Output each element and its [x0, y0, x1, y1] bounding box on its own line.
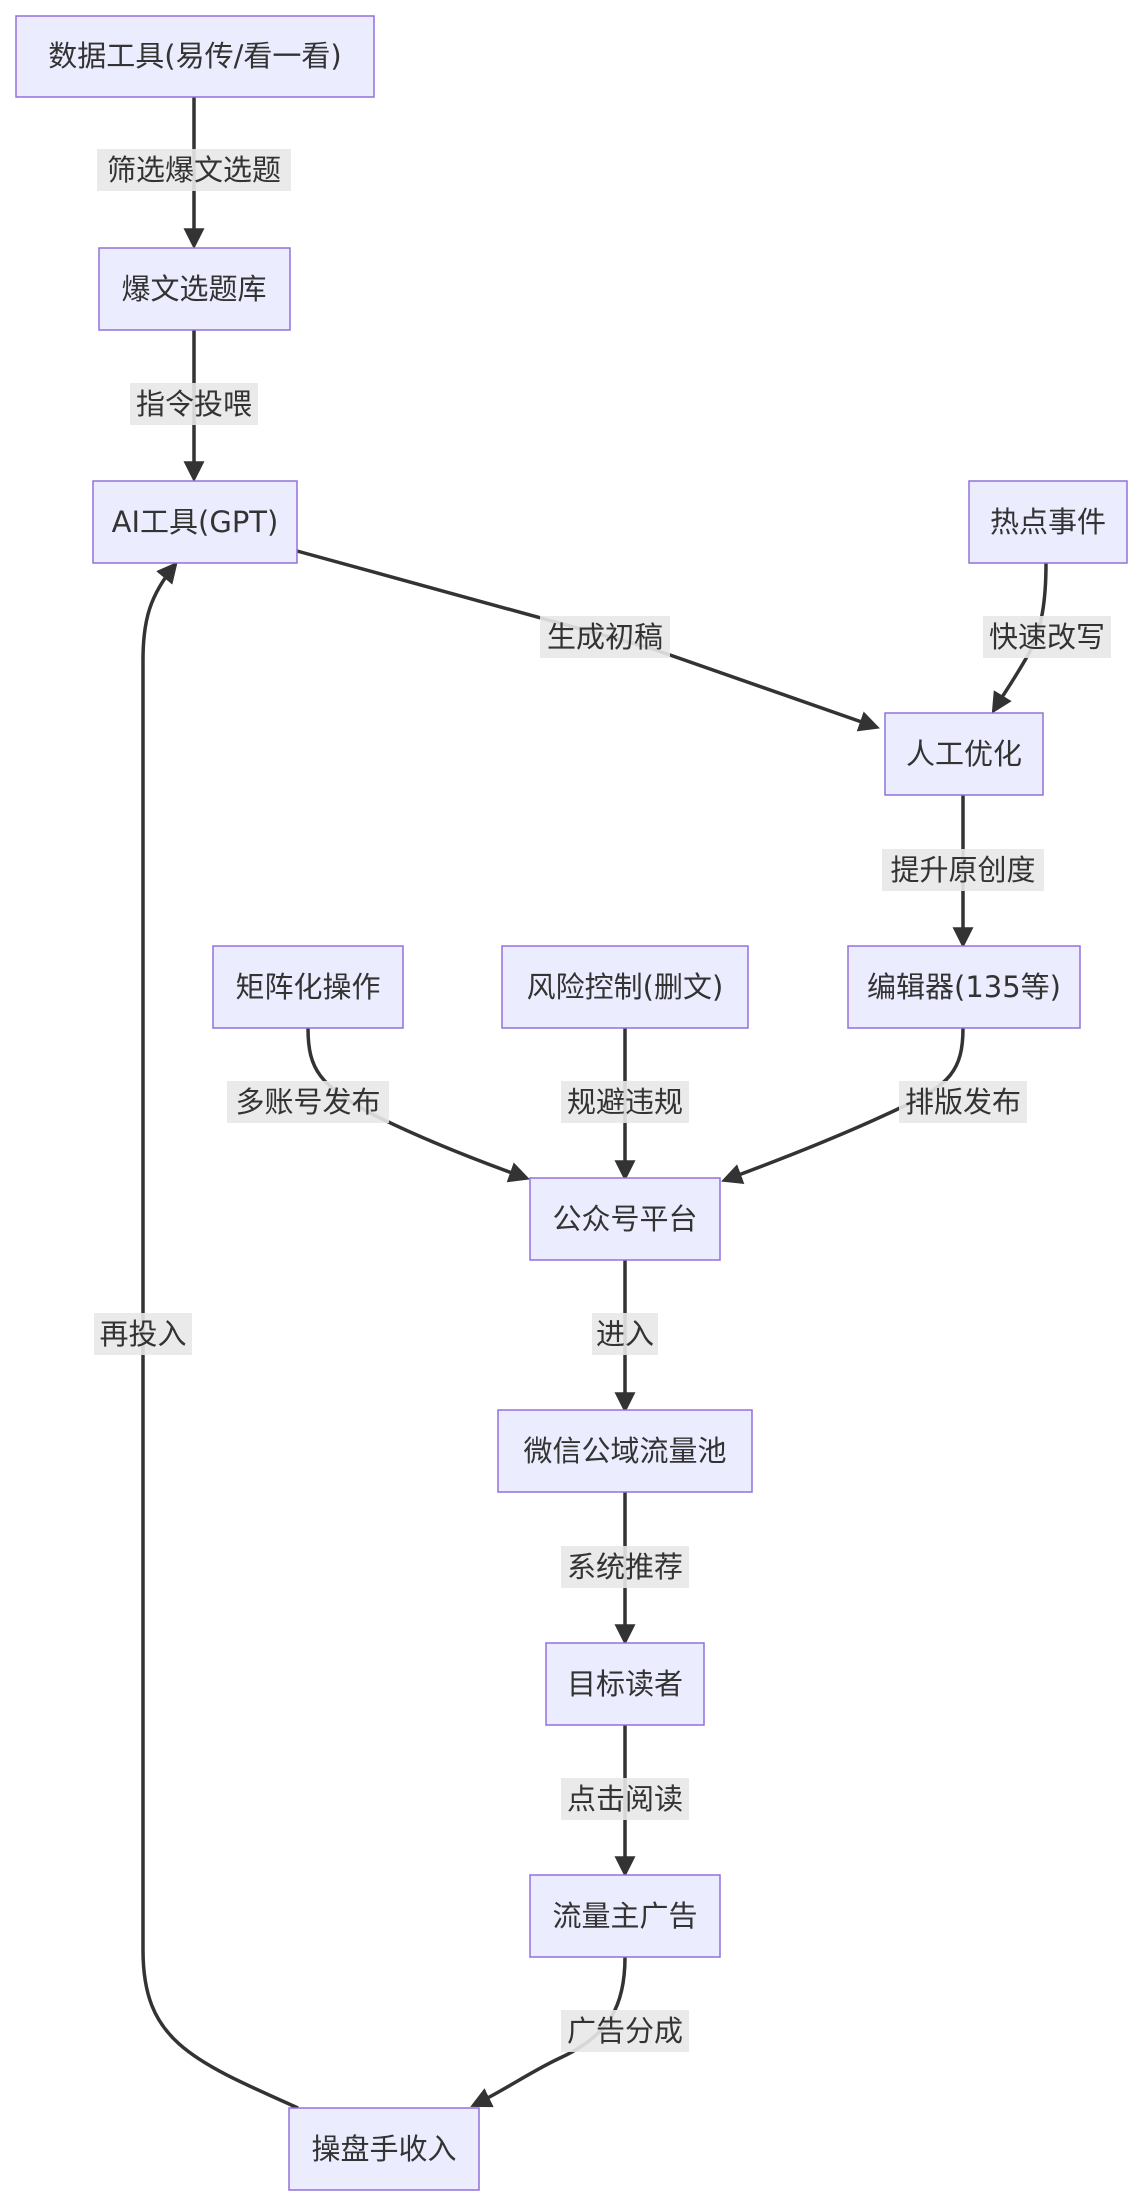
edge-label-layout-publish: 排版发布: [899, 1081, 1027, 1123]
node-topic-library-label: 爆文选题库: [121, 272, 266, 306]
node-hot-events: 热点事件: [968, 480, 1128, 564]
node-traffic-pool: 微信公域流量池: [497, 1409, 753, 1493]
edge-label-filter-topics-text: 筛选爆文选题: [107, 153, 281, 187]
edge-label-avoid-violation: 规避违规: [561, 1081, 689, 1123]
edge-label-ad-revenue-share-text: 广告分成: [567, 2014, 683, 2048]
edge-label-reinvest: 再投入: [94, 1313, 192, 1355]
node-editor: 编辑器(135等): [847, 945, 1081, 1029]
edge-label-multi-account-publish-text: 多账号发布: [235, 1085, 380, 1119]
edge-label-system-recommend: 系统推荐: [561, 1546, 689, 1588]
node-matrix-ops: 矩阵化操作: [212, 945, 404, 1029]
node-data-tools-label: 数据工具(易传/看一看): [48, 39, 341, 73]
edge-label-quick-rewrite-text: 快速改写: [989, 620, 1105, 654]
node-operator-income-label: 操盘手收入: [311, 2132, 456, 2166]
edge-operator-income-to-ai-tool: [141, 561, 299, 2110]
edge-label-system-recommend-text: 系统推荐: [567, 1550, 683, 1584]
node-topic-library: 爆文选题库: [98, 247, 291, 331]
node-hot-events-label: 热点事件: [990, 505, 1106, 539]
edge-label-filter-topics: 筛选爆文选题: [97, 149, 291, 191]
edge-label-ad-revenue-share: 广告分成: [561, 2010, 689, 2052]
node-manual-optimize: 人工优化: [884, 712, 1044, 796]
edge-advertiser-ads-to-operator-income: [470, 1956, 627, 2108]
node-matrix-ops-label: 矩阵化操作: [235, 970, 380, 1004]
edge-label-layout-publish-text: 排版发布: [905, 1085, 1021, 1119]
node-risk-control-label: 风险控制(删文): [527, 970, 724, 1004]
node-manual-optimize-label: 人工优化: [906, 737, 1022, 771]
edge-label-generate-draft-text: 生成初稿: [547, 620, 663, 654]
edge-label-feed-prompts: 指令投喂: [130, 383, 258, 425]
edge-label-multi-account-publish: 多账号发布: [227, 1081, 389, 1123]
node-target-readers: 目标读者: [545, 1642, 705, 1726]
node-ai-tool: AI工具(GPT): [92, 480, 298, 564]
node-operator-income: 操盘手收入: [288, 2107, 480, 2191]
edge-label-improve-originality-text: 提升原创度: [890, 853, 1035, 887]
edge-label-improve-originality: 提升原创度: [882, 849, 1044, 891]
node-traffic-pool-label: 微信公域流量池: [523, 1434, 726, 1468]
edge-label-enter: 进入: [592, 1313, 658, 1355]
nodes: 数据工具(易传/看一看) 爆文选题库 AI工具(GPT) 热点事件 人工优化 矩…: [15, 15, 1128, 2191]
edge-label-click-read-text: 点击阅读: [567, 1782, 683, 1816]
edge-label-feed-prompts-text: 指令投喂: [136, 387, 252, 421]
node-advertiser-ads: 流量主广告: [529, 1874, 721, 1958]
node-risk-control: 风险控制(删文): [501, 945, 749, 1029]
edge-label-click-read: 点击阅读: [561, 1778, 689, 1820]
edge-label-generate-draft: 生成初稿: [540, 616, 670, 658]
edge-label-quick-rewrite: 快速改写: [983, 616, 1111, 658]
node-ai-tool-label: AI工具(GPT): [112, 505, 279, 539]
node-advertiser-ads-label: 流量主广告: [552, 1899, 697, 1933]
node-official-account-label: 公众号平台: [552, 1202, 697, 1236]
edge-label-avoid-violation-text: 规避违规: [567, 1085, 683, 1119]
node-editor-label: 编辑器(135等): [867, 970, 1061, 1004]
edge-label-reinvest-text: 再投入: [99, 1317, 186, 1351]
node-data-tools: 数据工具(易传/看一看): [15, 15, 375, 98]
edge-labels: 筛选爆文选题 指令投喂 生成初稿 快速改写 提升原创度 多账号发布 规避违规: [94, 149, 1111, 2052]
node-official-account: 公众号平台: [529, 1177, 721, 1261]
node-target-readers-label: 目标读者: [567, 1667, 683, 1701]
edge-editor-to-official-account: [721, 1027, 965, 1185]
edge-label-enter-text: 进入: [596, 1317, 654, 1351]
